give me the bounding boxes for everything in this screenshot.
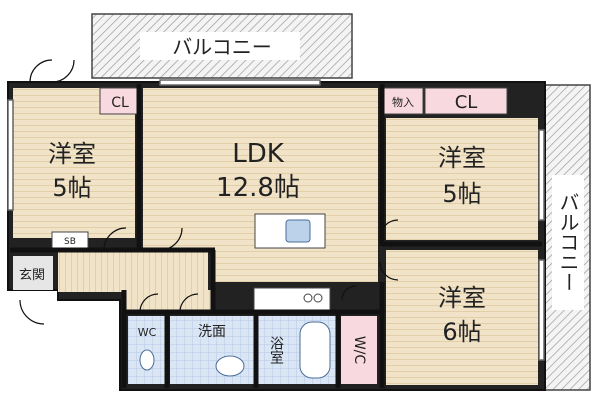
closet-left — [99, 87, 141, 115]
walk-in-closet-label: W/C — [351, 336, 367, 365]
washroom-label: 洗面 — [198, 324, 226, 340]
bath-label: 浴室 — [268, 336, 284, 364]
western-right-bottom-name: 洋室 — [438, 284, 486, 312]
balcony-right — [544, 84, 591, 391]
storage-label: 物入 — [392, 95, 414, 109]
closet-right-label: CL — [455, 92, 478, 113]
closet-right — [424, 87, 508, 115]
entrance-area — [13, 256, 53, 290]
balcony-right-label: バルコニー — [556, 192, 580, 292]
entrance-label: 玄関 — [19, 268, 45, 283]
interior-walls — [10, 84, 542, 388]
closet-left-label: CL — [111, 95, 129, 111]
western-right-top-size: 5帖 — [442, 180, 481, 208]
stove-icon — [303, 293, 313, 303]
kitchen-counter — [253, 287, 331, 311]
balcony-top — [91, 13, 353, 79]
hallway-lower — [125, 290, 215, 310]
sink-icon — [285, 219, 311, 243]
toilet-icon — [139, 349, 155, 371]
western-right-top-name: 洋室 — [438, 144, 486, 172]
balcony-top-label: バルコニー — [172, 35, 272, 59]
door-swings — [19, 59, 399, 325]
washbasin-icon — [215, 355, 245, 377]
walk-in-closet — [341, 316, 377, 384]
ldk-size: 12.8帖 — [216, 173, 300, 203]
ldk-name: LDK — [232, 139, 285, 169]
hallway — [58, 250, 208, 292]
stove-icon-2 — [313, 293, 323, 303]
storage-closet — [382, 87, 424, 115]
bathtub-icon — [299, 321, 331, 379]
windows — [7, 79, 545, 361]
western-right-bottom-size: 6帖 — [442, 318, 481, 346]
western-left-size: 5帖 — [52, 174, 91, 202]
western-room-right-bottom — [386, 250, 538, 385]
wc-label: WC — [138, 326, 157, 339]
western-left-name: 洋室 — [48, 140, 96, 168]
shoe-box-label: SB — [64, 237, 76, 247]
western-room-right-top — [386, 118, 538, 240]
